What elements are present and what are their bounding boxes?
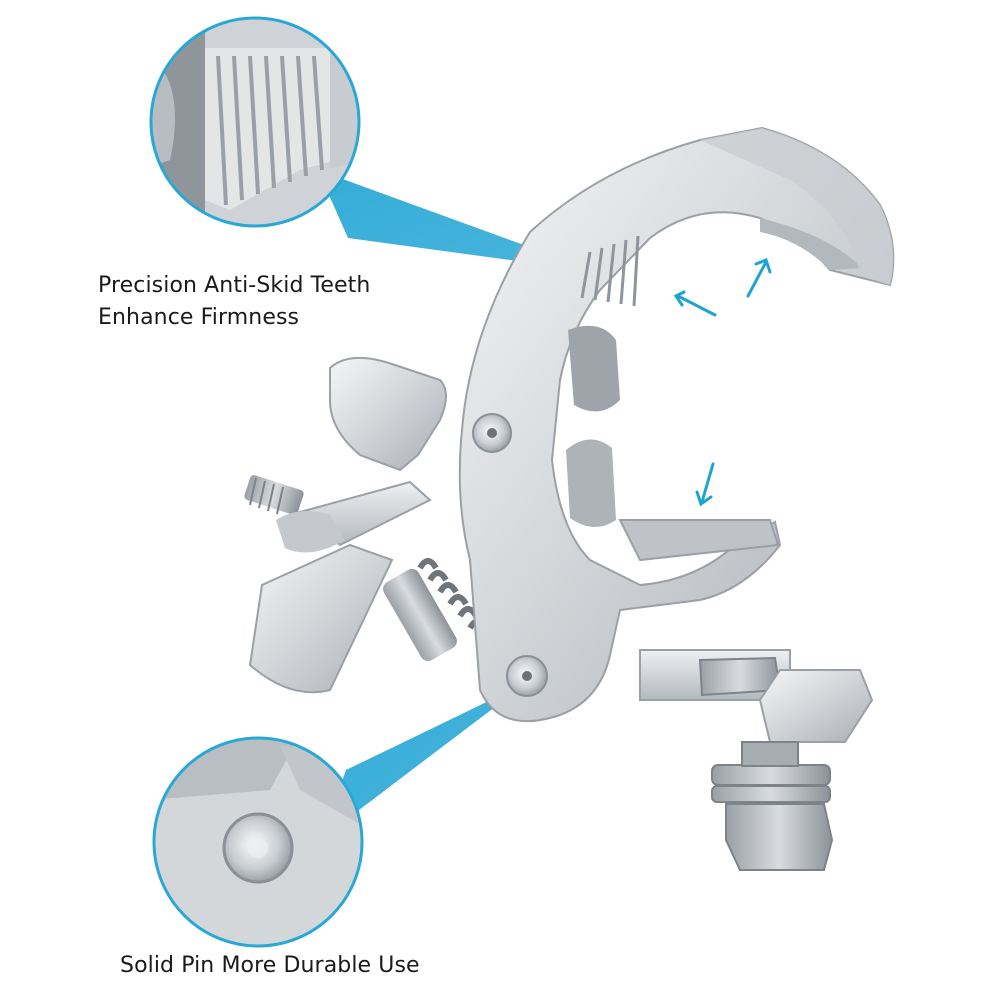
adjust-arrow-icons: [673, 258, 772, 507]
teeth-ridges: [216, 55, 324, 206]
pin-zoom-circle: [152, 736, 364, 948]
teeth-caption-line-2: Enhance Firmness: [98, 305, 300, 330]
bolt-icon: [244, 475, 304, 515]
wing-knob-icon: [248, 356, 447, 694]
arrow-left-icon: [673, 290, 717, 317]
pin-caption: Solid Pin More Durable Use: [120, 953, 420, 978]
arrow-down-icon: [695, 462, 715, 507]
body-teeth: [580, 235, 640, 307]
pin-callout-beam: [322, 682, 528, 838]
hex-nut-icon: [639, 649, 874, 871]
arrow-up-right-icon: [746, 258, 772, 298]
teeth-zoom-circle: [149, 16, 361, 228]
teeth-caption: Precision Anti-Skid Teeth Enhance Firmne…: [98, 270, 428, 334]
clamp-illustration: [244, 126, 895, 871]
teeth-caption-line-1: Precision Anti-Skid Teeth: [98, 273, 371, 298]
clamp-body-icon: [458, 126, 895, 723]
